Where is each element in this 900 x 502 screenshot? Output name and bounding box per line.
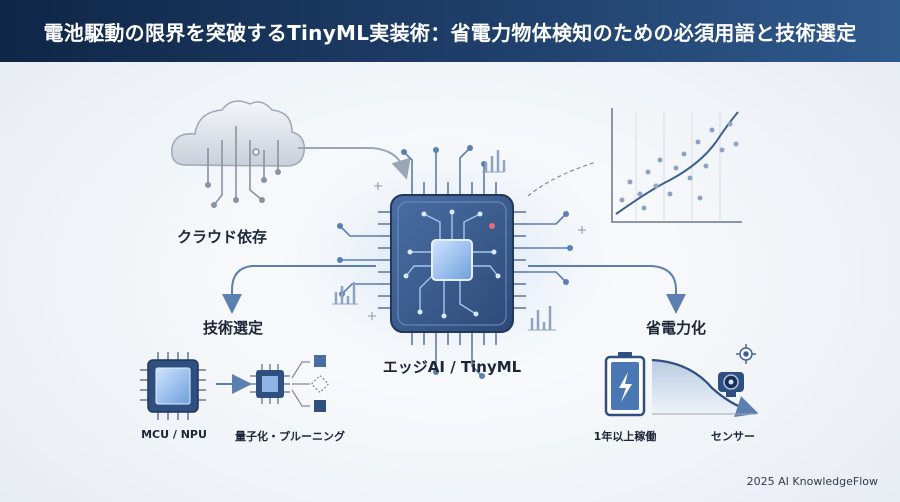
cloud-label: クラウド依存 [176, 228, 268, 246]
mcu-label: MCU / NPU [141, 428, 207, 441]
camera-sensor-icon [718, 372, 744, 397]
diagram-canvas [140, 100, 759, 420]
battery-life-label: 1年以上稼働 [593, 430, 657, 443]
battery-icon [604, 352, 646, 417]
decay-curve [651, 358, 759, 417]
chip-to-power-arrow [528, 265, 686, 314]
quantization-label: 量子化・プルーニング [235, 430, 345, 443]
mcu-chip-icon [140, 352, 206, 420]
scatter-plot-icon [527, 108, 742, 223]
cloud-icon [171, 100, 305, 208]
tech-selection-label: 技術選定 [202, 319, 264, 337]
chip-label: エッジAI / TinyML [382, 358, 522, 376]
bar-chart-icon [332, 150, 556, 331]
sparkle-marks [368, 182, 586, 320]
quantized-chip-icon [250, 355, 330, 412]
chip-icon [337, 145, 573, 379]
crosshair-icon [736, 344, 756, 364]
footer-credit: 2025 AI KnowledgeFlow [746, 475, 878, 488]
cloud-to-chip-arrow [298, 147, 411, 180]
chip-to-tech-arrow [222, 265, 376, 314]
sensor-label: センサー [711, 430, 755, 443]
page-title: 電池駆動の限界を突破するTinyML実装術：省電力物体検知のための必須用語と技術… [43, 20, 857, 45]
header-bar: 電池駆動の限界を突破するTinyML実装術：省電力物体検知のための必須用語と技術… [0, 0, 900, 62]
power-saving-label: 省電力化 [645, 319, 707, 337]
